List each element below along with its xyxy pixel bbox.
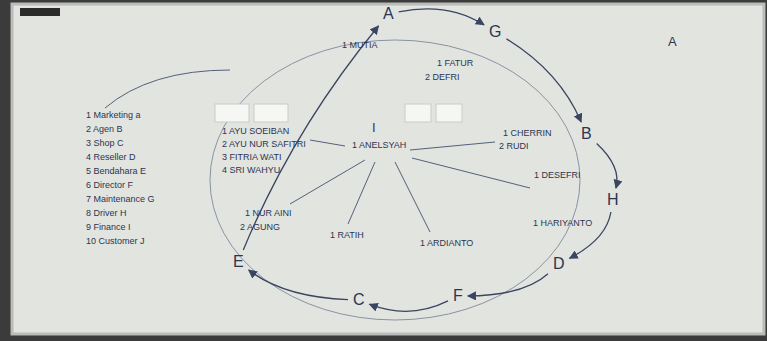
handwritten-note: 8 Driver H	[86, 208, 127, 219]
flow-arrow	[243, 26, 378, 250]
letter-text: G	[489, 23, 501, 41]
stage-letter: F	[450, 286, 466, 306]
flow-arrow	[506, 39, 581, 122]
handwritten-note: 2 Agen B	[86, 124, 123, 135]
handwritten-note: I	[372, 122, 376, 133]
handwritten-note: 2 AYU NUR SAFITRI	[222, 139, 306, 150]
letter-text: C	[353, 291, 365, 309]
magnets	[215, 104, 462, 122]
stage-letter: B	[578, 124, 595, 144]
stage-letter: H	[604, 190, 622, 210]
stage-letter: G	[486, 22, 504, 42]
stage-letter: C	[350, 290, 368, 310]
board	[12, 4, 764, 334]
leader-lines	[105, 70, 530, 232]
letter-text: F	[453, 287, 463, 305]
letter-text: E	[233, 253, 244, 271]
flow-arrow	[370, 301, 448, 311]
flow-arrow	[249, 270, 348, 300]
board-corner	[20, 8, 60, 16]
flow-arrow	[399, 9, 484, 25]
stage-letter: E	[230, 252, 247, 272]
handwritten-note: 4 SRI WAHYU	[222, 165, 280, 176]
handwritten-note: 1 RATIH	[330, 230, 364, 241]
handwritten-note: 9 Finance I	[86, 222, 131, 233]
letter-text: H	[607, 191, 619, 209]
handwritten-note: 6 Director F	[86, 180, 133, 191]
flow-arrow	[468, 274, 548, 296]
handwritten-note: 1 AYU SOEIBAN	[222, 126, 289, 137]
handwritten-note: A	[668, 36, 677, 47]
handwritten-note: 2 DEFRI	[425, 72, 460, 83]
board-edge	[12, 4, 764, 334]
handwritten-note: 2 RUDI	[499, 141, 529, 152]
stage-letter: D	[550, 254, 568, 274]
handwritten-note: 2 AGUNG	[240, 222, 280, 233]
letter-text: D	[553, 255, 565, 273]
handwritten-note: 1 ARDIANTO	[420, 238, 473, 249]
handwritten-note: 3 Shop C	[86, 138, 124, 149]
handwritten-note: 5 Bendahara E	[86, 166, 146, 177]
handwritten-note: 1 FATUR	[437, 58, 473, 69]
oval-outline	[210, 40, 580, 320]
flow-arrow	[597, 144, 617, 188]
letter-text: B	[581, 125, 592, 143]
handwritten-note: 1 DESEFRI	[534, 170, 581, 181]
letter-text: A	[383, 5, 394, 23]
handwritten-note: 1 NUR AINI	[245, 208, 292, 219]
handwritten-note: 10 Customer J	[86, 236, 145, 247]
handwritten-note: 1 Marketing a	[86, 110, 141, 121]
handwritten-note: 1 ANELSYAH	[352, 140, 406, 151]
handwritten-note: 3 FITRIA WATI	[222, 152, 282, 163]
handwritten-note: 4 Reseller D	[86, 152, 136, 163]
handwritten-note: 1 HARIYANTO	[533, 218, 592, 229]
stage-letter: A	[380, 4, 397, 24]
handwritten-note: 1 CHERRIN	[503, 128, 552, 139]
handwritten-note: 1 MUTIA	[342, 40, 378, 51]
handwritten-note: 7 Maintenance G	[86, 194, 155, 205]
